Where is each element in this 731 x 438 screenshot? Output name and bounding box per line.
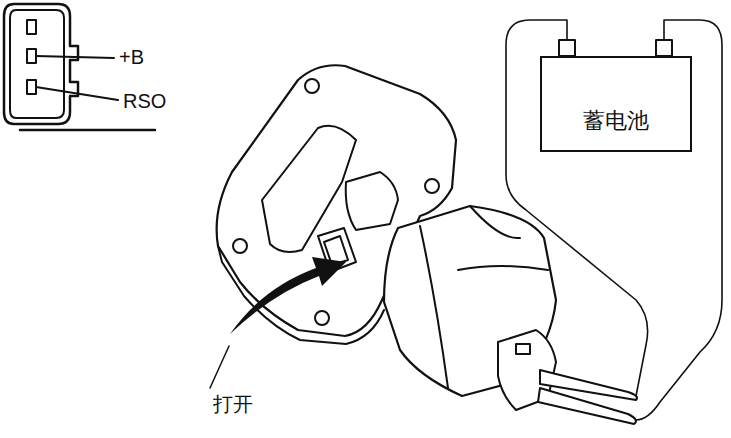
valve-body-seam xyxy=(420,226,448,388)
air-passage xyxy=(346,172,398,230)
pin-name: +B xyxy=(118,46,145,69)
battery-box: 蓄电池 xyxy=(540,56,692,152)
bolt-hole xyxy=(315,311,329,325)
valve-body-seam xyxy=(470,206,520,238)
connector-latch xyxy=(516,344,530,354)
battery-terminal xyxy=(656,40,672,56)
test-probe xyxy=(538,388,636,424)
bolt-hole xyxy=(233,239,247,253)
connector-outline xyxy=(4,4,78,124)
leader-line xyxy=(210,346,229,388)
pin-name: RSO xyxy=(122,90,167,113)
connector-inner-outline xyxy=(10,10,64,118)
bolt-hole xyxy=(425,179,439,193)
pin xyxy=(27,80,36,94)
pin xyxy=(27,20,36,34)
leader-line xyxy=(36,56,114,58)
bolt-hole xyxy=(305,79,319,93)
underline xyxy=(20,129,155,132)
open-arrow xyxy=(230,257,346,334)
battery-terminal xyxy=(559,40,575,56)
leader-line xyxy=(36,87,118,100)
pin xyxy=(27,49,36,63)
valve-body-seam xyxy=(458,266,548,270)
part-label: 打开 xyxy=(212,391,254,418)
node-label: 蓄电池 xyxy=(583,106,649,136)
valve-flange-edge xyxy=(218,246,384,344)
